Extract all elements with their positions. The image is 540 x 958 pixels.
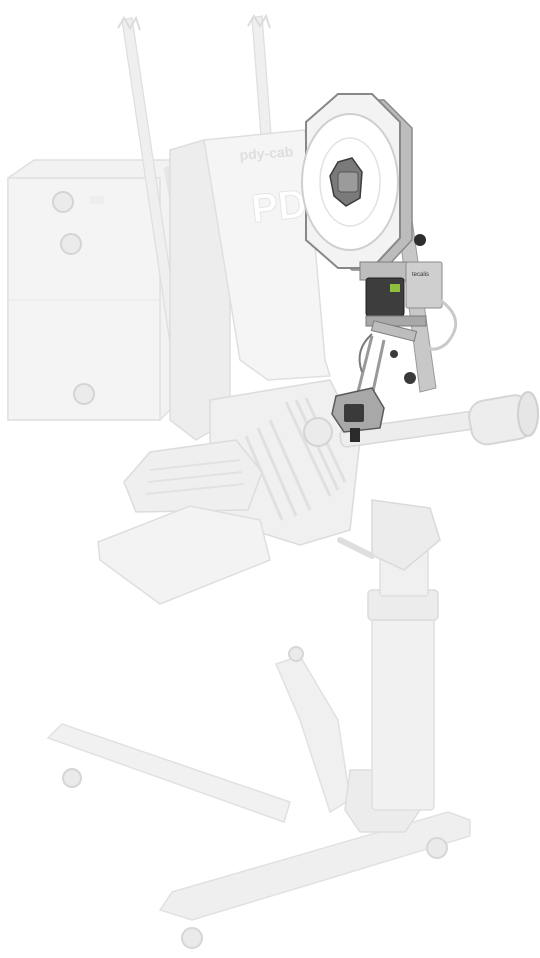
mechanism-hub	[303, 417, 333, 447]
caster-wheel-back	[288, 646, 304, 662]
pneumatic-cylinder	[356, 320, 418, 397]
cable	[420, 298, 457, 351]
air-hose	[358, 333, 373, 373]
module-label: tecalis	[412, 272, 429, 278]
mechanism-assembly	[97, 379, 539, 605]
stand-base	[46, 646, 471, 949]
adjust-handle	[337, 537, 375, 559]
output-chute	[97, 505, 271, 605]
brand-text: pdy-cab	[239, 143, 294, 163]
cabinet-knob-top	[52, 191, 74, 213]
feed-tray	[123, 439, 263, 513]
label-applicator: tecalis	[301, 93, 457, 442]
roller	[468, 391, 539, 446]
support-column	[367, 499, 441, 811]
applicator-head: tecalis	[359, 261, 443, 327]
caster-wheel-left	[62, 768, 82, 788]
control-cabinet	[7, 159, 181, 421]
tilt-bracket	[371, 499, 441, 571]
control-module	[405, 261, 443, 309]
head-motor	[365, 277, 405, 317]
caster-wheel-right	[426, 837, 448, 859]
cabinet-front	[7, 177, 161, 421]
caster-wheel-front	[181, 927, 203, 949]
stand-leg-left	[46, 723, 291, 823]
column-lower	[371, 609, 435, 811]
stand-leg-back	[274, 655, 351, 814]
reel-inner-ring	[319, 137, 381, 227]
cabinet-knob-middle	[60, 233, 82, 255]
stand-leg-front	[158, 811, 471, 921]
tension-knob	[414, 234, 426, 246]
cabinet-knob-bottom	[73, 383, 95, 405]
rail-left-clamp	[117, 15, 141, 31]
rail-right-clamp	[247, 13, 271, 29]
sensor-head	[331, 387, 385, 442]
